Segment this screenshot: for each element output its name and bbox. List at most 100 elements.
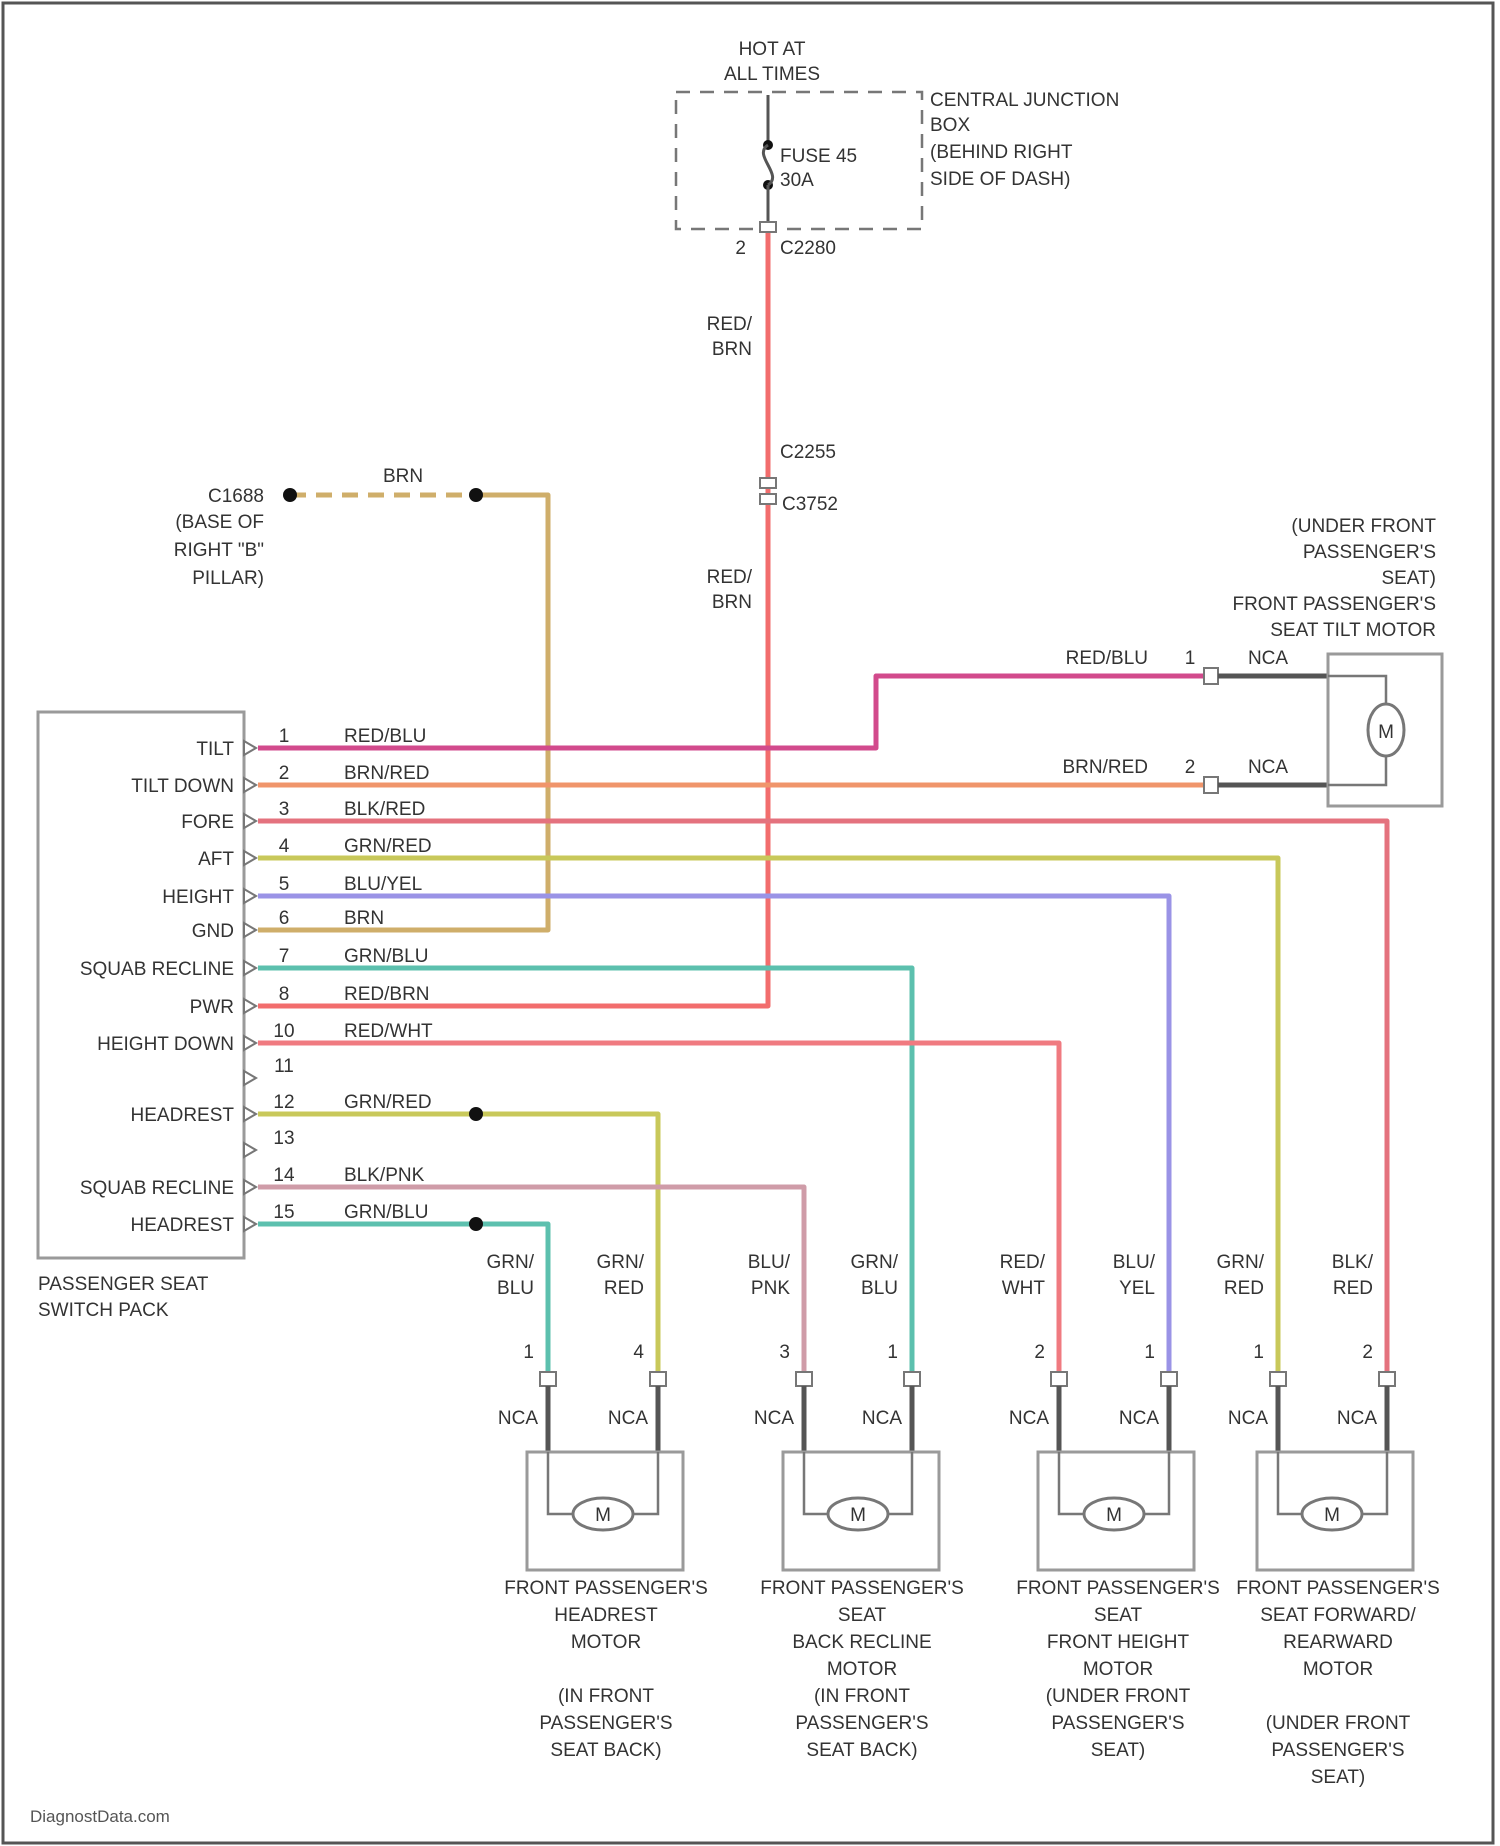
- motor-right-wire-label-1: BLK/: [1332, 1252, 1374, 1273]
- motor-left-wire-label-1: GRN/: [487, 1252, 535, 1273]
- motor-right-wire-label-1: GRN/: [851, 1252, 899, 1273]
- motor-label-line: SEAT BACK): [550, 1740, 661, 1761]
- tilt-pin-1-label: 1: [1185, 648, 1196, 669]
- switch-pin-function: AFT: [198, 849, 234, 870]
- motor-right-wire-label-2: BLU: [861, 1278, 898, 1299]
- c2255-label: C2255: [780, 442, 836, 463]
- switch-pin-number: 4: [279, 836, 290, 857]
- motor-left-nca: NCA: [1228, 1408, 1268, 1429]
- headrest-splice-dot-15: [469, 1217, 483, 1231]
- headrest-splice-dot-12: [469, 1107, 483, 1121]
- motor-left-wire-label-1: GRN/: [1217, 1252, 1265, 1273]
- motor-right-wire-label-1: GRN/: [597, 1252, 645, 1273]
- motor-label-line: FRONT PASSENGER'S: [1016, 1578, 1220, 1599]
- motor-left-pin: 3: [779, 1342, 790, 1363]
- motor-left-connector: [540, 1372, 556, 1386]
- switch-pin-function: SQUAB RECLINE: [80, 1178, 234, 1199]
- switch-pin-terminal: [244, 999, 256, 1013]
- ground-end-dot: [283, 488, 297, 502]
- c1688-label: C1688: [208, 486, 264, 507]
- motor-left-nca: NCA: [1009, 1408, 1049, 1429]
- switch-pin-terminal: [244, 1180, 256, 1194]
- switch-pin-terminal: [244, 1071, 256, 1085]
- red-brn-label-lower-1: RED/: [707, 567, 753, 588]
- switch-pin-terminal: [244, 741, 256, 755]
- switch-pack-pins: TILT1RED/BLUTILT DOWN2BRN/REDFORE3BLK/RE…: [80, 726, 433, 1236]
- motor-right-pin: 4: [633, 1342, 644, 1363]
- switch-pin-wire-color: RED/BRN: [344, 984, 430, 1005]
- motor-left-wire-label-2: BLU: [497, 1278, 534, 1299]
- motor-label-line: SEAT BACK): [806, 1740, 917, 1761]
- motor-left-nca: NCA: [498, 1408, 538, 1429]
- motor-label-line: (UNDER FRONT: [1266, 1713, 1411, 1734]
- motor-right-nca: NCA: [1119, 1408, 1159, 1429]
- motor-label-line: PASSENGER'S: [1051, 1713, 1184, 1734]
- switch-pin-wire-color: BLK/RED: [344, 799, 425, 820]
- switch-pin-terminal: [244, 923, 256, 937]
- tilt-name-line-1: FRONT PASSENGER'S: [1232, 594, 1436, 615]
- tilt-wire-2-label: BRN/RED: [1062, 757, 1148, 778]
- motor-label-line: PASSENGER'S: [1271, 1740, 1404, 1761]
- motor-label-line: FRONT PASSENGER'S: [1236, 1578, 1440, 1599]
- fuse-45-symbol: [763, 145, 772, 185]
- switch-pin-wire-color: GRN/RED: [344, 1092, 432, 1113]
- motor-label-line: MOTOR: [571, 1632, 641, 1653]
- switch-pin-wire-color: GRN/RED: [344, 836, 432, 857]
- switch-pack-name-1: PASSENGER SEAT: [38, 1274, 209, 1295]
- motor-left-wire-label-1: BLU/: [748, 1252, 791, 1273]
- tilt-location-line-2: PASSENGER'S: [1303, 542, 1436, 563]
- motor-right-pin: 1: [1144, 1342, 1155, 1363]
- motor-label-line: PASSENGER'S: [795, 1713, 928, 1734]
- motor-right-wire-label-1: BLU/: [1113, 1252, 1156, 1273]
- switch-pin-number: 15: [273, 1202, 294, 1223]
- watermark: DiagnostData.com: [30, 1807, 170, 1826]
- motor-right-connector: [1379, 1372, 1395, 1386]
- switch-pin-number: 13: [273, 1128, 294, 1149]
- switch-pin-function: SQUAB RECLINE: [80, 959, 234, 980]
- motor-label-line: SEAT: [1094, 1605, 1143, 1626]
- motor-label-line: FRONT HEIGHT: [1047, 1632, 1190, 1653]
- switch-pin-wire-color: RED/BLU: [344, 726, 426, 747]
- tilt-connector-1: [1204, 668, 1218, 684]
- motor-right-wire-label-2: YEL: [1119, 1278, 1155, 1299]
- motor-right-nca: NCA: [862, 1408, 902, 1429]
- cjb-label-line-1: CENTRAL JUNCTION: [930, 90, 1119, 111]
- ground-circuit: C1688 (BASE OF RIGHT "B" PILLAR) BRN: [174, 466, 423, 589]
- switch-pin-function: HEADREST: [131, 1215, 235, 1236]
- cjb-label-line-2: BOX: [930, 115, 970, 136]
- switch-pin-function: FORE: [181, 812, 234, 833]
- motor-label-line: MOTOR: [1083, 1659, 1153, 1680]
- switch-pack-name-2: SWITCH PACK: [38, 1300, 169, 1321]
- motor-right-wire-label-2: RED: [604, 1278, 644, 1299]
- tilt-pin-2-label: 2: [1185, 757, 1196, 778]
- switch-pin-number: 14: [273, 1165, 295, 1186]
- ground-location-line-1: (BASE OF: [175, 512, 264, 533]
- cjb-label-line-3: (BEHIND RIGHT: [930, 142, 1073, 163]
- switch-pin-terminal: [244, 778, 256, 792]
- motor-label-line: SEAT): [1091, 1740, 1146, 1761]
- motor-left-pin: 1: [1253, 1342, 1264, 1363]
- switch-pin-wire-color: BRN/RED: [344, 763, 430, 784]
- grn-red-headrest-wire: [258, 1114, 658, 1372]
- switch-pin-number: 2: [279, 763, 290, 784]
- motor-left-nca: NCA: [754, 1408, 794, 1429]
- switch-pin-function: HEIGHT DOWN: [97, 1034, 234, 1055]
- switch-pin-wire-color: RED/WHT: [344, 1021, 433, 1042]
- switch-pin-terminal: [244, 1143, 256, 1157]
- tilt-name-line-2: SEAT TILT MOTOR: [1270, 620, 1436, 641]
- seat-motor: BLU/PNKGRN/BLU31NCANCAMFRONT PASSENGER'S…: [748, 1252, 964, 1761]
- fuse-rating-label: 30A: [780, 170, 814, 191]
- switch-pin-terminal: [244, 1036, 256, 1050]
- switch-pin-wire-color: BLK/PNK: [344, 1165, 425, 1186]
- switch-pin-function: TILT DOWN: [131, 776, 234, 797]
- motor-right-nca: NCA: [608, 1408, 648, 1429]
- switch-pin-number: 7: [279, 946, 290, 967]
- motor-right-pin: 2: [1362, 1342, 1373, 1363]
- motor-label-line: PASSENGER'S: [539, 1713, 672, 1734]
- hot-at-label: HOT AT: [739, 39, 806, 60]
- motor-label-line: (UNDER FRONT: [1046, 1686, 1191, 1707]
